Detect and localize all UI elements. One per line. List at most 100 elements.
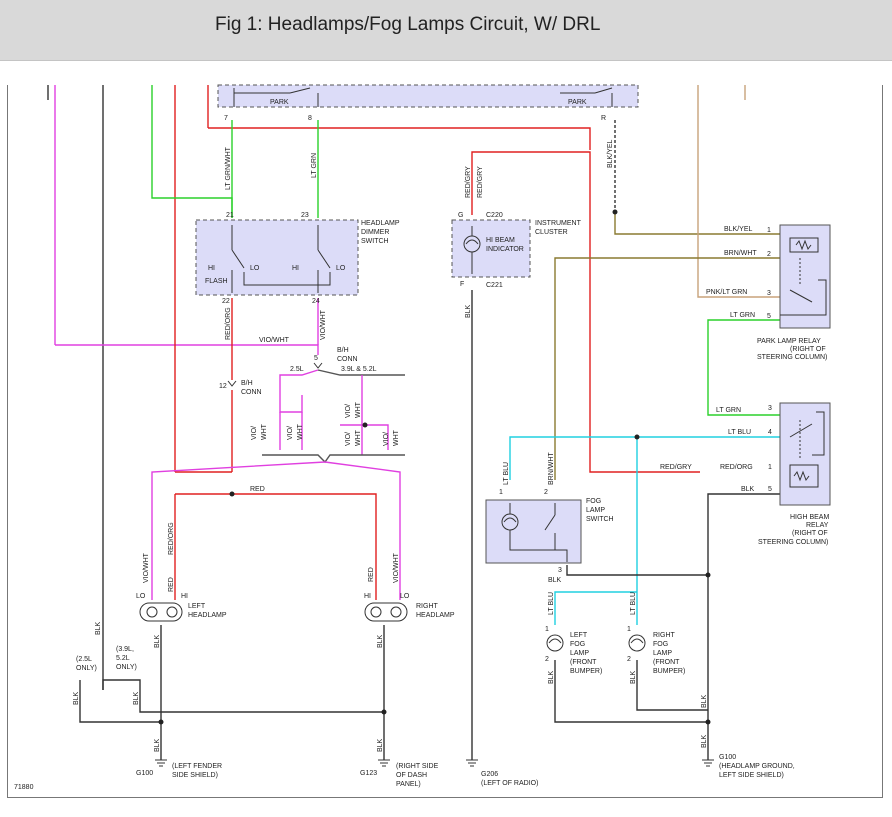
wire-red-horiz: RED <box>250 486 265 493</box>
wire-red-gry: RED/GRY <box>465 166 472 198</box>
pin-7: 7 <box>224 115 228 122</box>
right-headlamp-hi: HI <box>364 593 371 600</box>
fog-switch-name-2: LAMP <box>586 507 605 514</box>
splices <box>158 209 711 725</box>
left-fog-pin-2: 2 <box>545 656 549 663</box>
ground-g100-right-desc-2: LEFT SIDE SHIELD) <box>719 772 784 779</box>
fog-lamp-switch: FOG LAMP SWITCH 1 2 3 <box>485 489 614 574</box>
note-2-5l-a: (2.5L <box>76 656 92 663</box>
vio-5b: WHT <box>393 429 400 446</box>
dimmer-lo-2: LO <box>336 265 346 272</box>
wire-red-gry-2: RED/GRY <box>477 166 484 198</box>
wire-red-left: RED <box>168 577 175 592</box>
wire-brn-wht-fog: BRN/WHT <box>548 452 555 485</box>
bh-pin-5: 5 <box>314 355 318 362</box>
instrument-cluster: HI BEAM INDICATOR G C220 F C221 INSTRUME… <box>451 212 582 289</box>
ground-g206: G206 <box>481 771 498 778</box>
left-headlamp-hi: HI <box>181 593 188 600</box>
park-label-right: PARK <box>568 99 587 106</box>
wire-lt-blu-rf: LT BLU <box>630 592 637 615</box>
wire-blk-main: BLK <box>95 621 102 635</box>
engine-3-9l: 3.9L & 5.2L <box>341 366 377 373</box>
cluster-indicator-1: HI BEAM <box>486 237 515 244</box>
figure-header: Fig 1: Headlamps/Fog Lamps Circuit, W/ D… <box>0 0 892 61</box>
ground-g123-desc-2: OF DASH <box>396 772 427 779</box>
wire-red-org: RED/ORG <box>225 307 232 340</box>
right-headlamp-name-2: HEADLAMP <box>416 612 455 619</box>
right-headlamp: HI LO RIGHT HEADLAMP <box>364 593 455 622</box>
wire-brn-wht-relay: BRN/WHT <box>724 250 757 257</box>
wire-blk-fog-sw: BLK <box>548 577 562 584</box>
hb-relay-pin-4: 4 <box>768 429 772 436</box>
vio-2b: WHT <box>297 423 304 440</box>
bh-label: B/H <box>337 347 349 354</box>
cluster-indicator-2: INDICATOR <box>486 246 524 253</box>
dimmer-lo-1: LO <box>250 265 260 272</box>
ground-g100-right-desc-1: (HEADLAMP GROUND, <box>719 763 795 770</box>
wire-blk-g100r: BLK <box>701 694 708 708</box>
wires <box>47 85 780 760</box>
note-3-9l-c: ONLY) <box>116 664 137 671</box>
dimmer-hi-1: HI <box>208 265 215 272</box>
dimmer-name-2: DIMMER <box>361 229 389 236</box>
wire-lt-blu-hb: LT BLU <box>728 429 751 436</box>
grounds: G100 (LEFT FENDER SIDE SHIELD) G123 (RIG… <box>136 754 795 788</box>
left-fog-name-5: BUMPER) <box>570 668 602 675</box>
fog-switch-name-1: FOG <box>586 498 601 505</box>
dimmer-flash: FLASH <box>205 278 228 285</box>
wire-blk-left-hl: BLK <box>154 634 161 648</box>
fog-switch-pin-2: 2 <box>544 489 548 496</box>
wire-blk-g100r-2: BLK <box>701 734 708 748</box>
wire-red-gry-hb: RED/GRY <box>660 464 692 471</box>
wire-red-org-left: RED/ORG <box>168 522 175 555</box>
wire-lt-grn-relay: LT GRN <box>730 312 755 319</box>
park-relay-name-2: (RIGHT OF <box>790 346 826 353</box>
dimmer-name: HEADLAMP <box>361 220 400 227</box>
right-fog-pin-2: 2 <box>627 656 631 663</box>
wire-lt-grn: LT GRN <box>311 153 318 178</box>
vertical-labels: LT GRN/WHT LT GRN RED/GRY RED/GRY BLK/YE… <box>73 139 708 752</box>
wire-blk-lf: BLK <box>548 670 555 684</box>
bh-pin-12: 12 <box>219 383 227 390</box>
cluster-name-2: CLUSTER <box>535 229 568 236</box>
left-headlamp-lo: LO <box>136 593 146 600</box>
vio-4b: WHT <box>355 429 362 446</box>
cluster-pin-F: F <box>460 281 464 288</box>
right-headlamp-lo: LO <box>400 593 410 600</box>
hb-relay-name-2: RELAY <box>806 522 829 529</box>
bh-label-left-2: CONN <box>241 389 262 396</box>
fog-switch-pin-1: 1 <box>499 489 503 496</box>
fog-switch-name-3: SWITCH <box>586 516 614 523</box>
vio-4: VIO/ <box>345 432 352 446</box>
wire-lt-grn-wht: LT GRN/WHT <box>225 146 232 190</box>
figure-title: Fig 1: Headlamps/Fog Lamps Circuit, W/ D… <box>215 14 601 35</box>
dimmer-name-3: SWITCH <box>361 238 389 245</box>
ground-g100-left-desc-1: (LEFT FENDER <box>172 763 222 770</box>
wire-vio-wht-right: VIO/WHT <box>393 552 400 583</box>
bh-label-2: CONN <box>337 356 358 363</box>
cluster-pin-G: G <box>458 212 463 219</box>
ground-g100-left: G100 <box>136 770 153 777</box>
engine-2-5l: 2.5L <box>290 366 304 373</box>
note-3-9l-a: (3.9L, <box>116 646 134 653</box>
cluster-c220: C220 <box>486 212 503 219</box>
park-relay-pin-2: 2 <box>767 251 771 258</box>
left-fog-lamp: 1 2 LEFT FOG LAMP (FRONT BUMPER) <box>545 626 602 675</box>
headlamp-switch-box: PARK PARK 7 8 R <box>217 84 639 122</box>
wire-blk-right-hl: BLK <box>377 634 384 648</box>
right-headlamp-name-1: RIGHT <box>416 603 439 610</box>
park-relay-name-3: STEERING COLUMN) <box>757 354 827 361</box>
vio-3b: WHT <box>355 401 362 418</box>
bh-connectors: 5 B/H CONN 12 B/H CONN 2.5L 3.9L & 5.2L <box>219 347 377 396</box>
wire-pnk-lt-grn: PNK/LT GRN <box>706 289 747 296</box>
vio-5: VIO/ <box>383 432 390 446</box>
ground-g123: G123 <box>360 770 377 777</box>
wire-blk-hb: BLK <box>741 486 755 493</box>
wire-red-org-hb: RED/ORG <box>720 464 753 471</box>
diagram-frame <box>7 85 883 798</box>
note-2-5l-b: ONLY) <box>76 665 97 672</box>
cluster-name: INSTRUMENT <box>535 220 582 227</box>
cluster-c221: C221 <box>486 282 503 289</box>
pin-8: 8 <box>308 115 312 122</box>
